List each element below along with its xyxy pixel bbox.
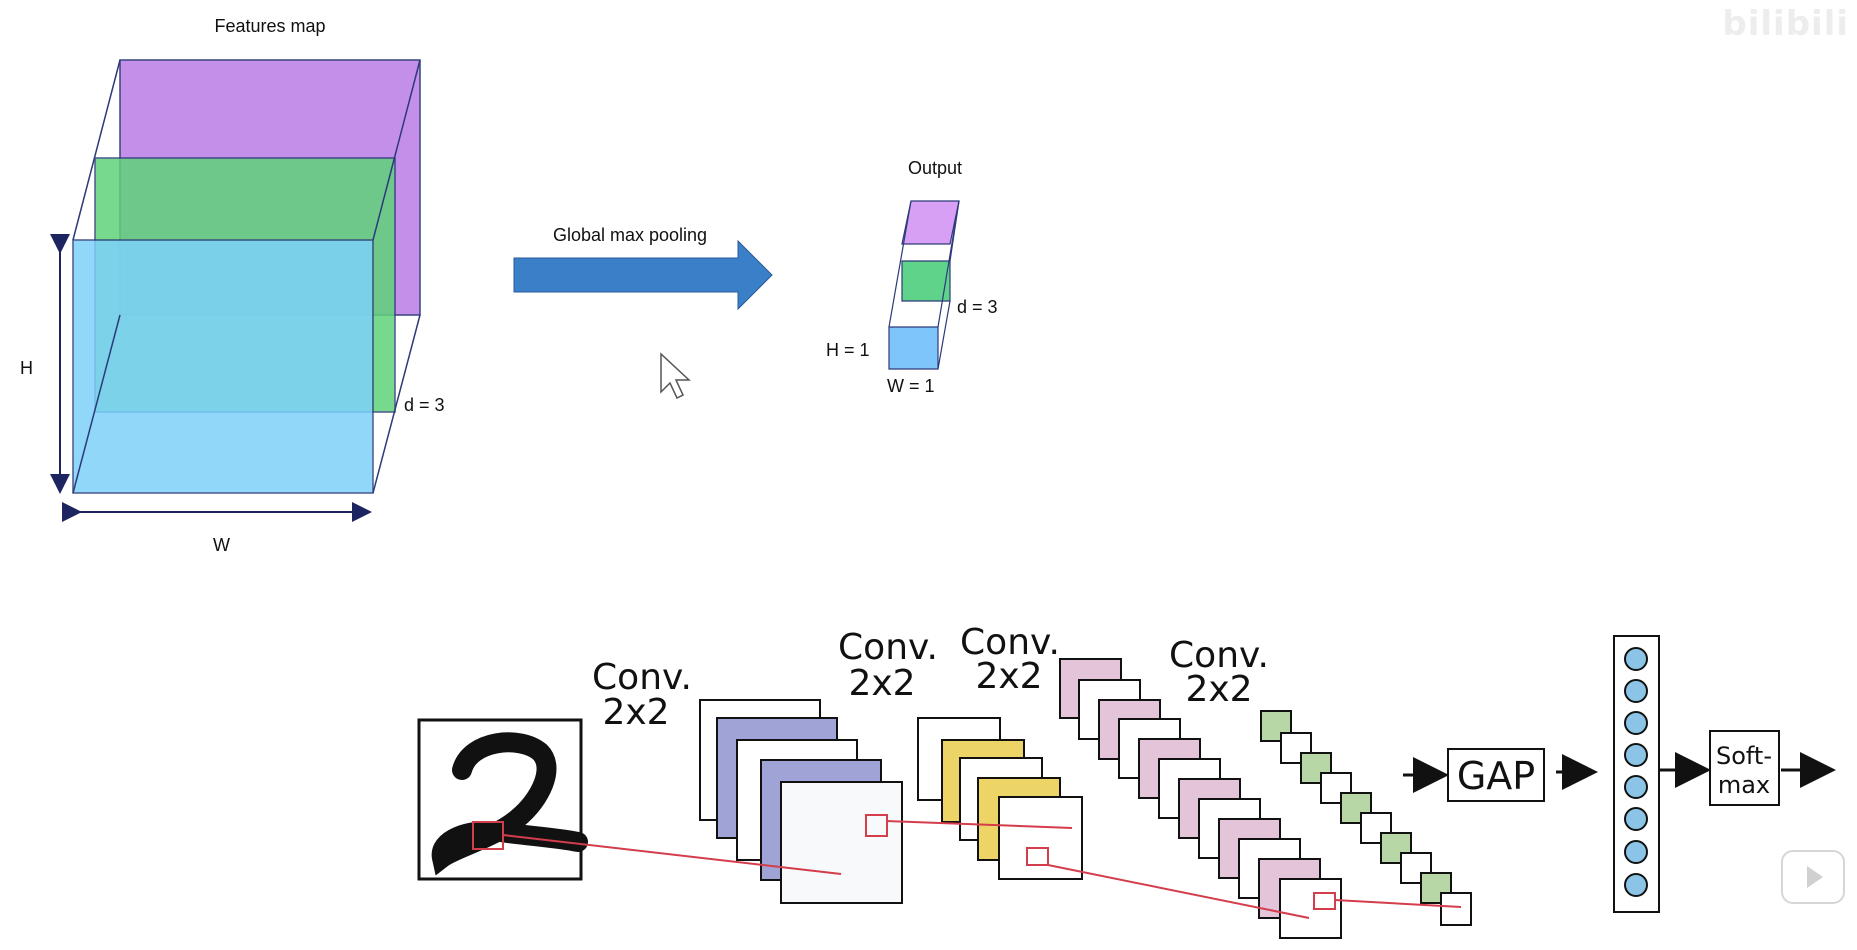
- vector-node: [1624, 711, 1648, 735]
- mouse-cursor-icon: [660, 352, 691, 400]
- features-map-cube: Features map H W d = 3: [20, 16, 445, 555]
- output-w-label: W = 1: [887, 376, 935, 396]
- output-title: Output: [908, 158, 962, 178]
- vector-node: [1624, 743, 1648, 767]
- play-icon[interactable]: [1781, 850, 1845, 904]
- softmax-line1: Soft-: [1716, 742, 1772, 770]
- arrow-label: Global max pooling: [553, 225, 707, 245]
- vector-node: [1624, 873, 1648, 897]
- conv-label-1-line1: Conv.: [592, 657, 692, 698]
- conv-label-3-line2: 2x2: [975, 656, 1042, 697]
- vector-box: [1613, 635, 1660, 913]
- conv-label-2-line1: Conv.: [838, 627, 938, 668]
- vector-node: [1624, 840, 1648, 864]
- feature-map: [1260, 710, 1292, 742]
- pooled-vector: [1613, 635, 1660, 913]
- output-blue-cell: [888, 326, 939, 370]
- conv-label-1-line2: 2x2: [602, 692, 669, 733]
- output-edge: [949, 200, 960, 262]
- feature-map: [780, 781, 903, 904]
- vector-node: [1624, 807, 1648, 831]
- receptive-link-4: [1334, 899, 1462, 908]
- conv-label-4-line2: 2x2: [1185, 669, 1252, 710]
- feature-maps-layer-3: [1059, 658, 1342, 939]
- softmax-line2: max: [1718, 771, 1770, 799]
- feature-map: [1440, 892, 1472, 926]
- cube-edge: [372, 59, 421, 241]
- output-column: Output H = 1 W = 1 d = 3: [826, 158, 998, 396]
- conv-label-4-line1: Conv.: [1169, 635, 1269, 676]
- blue-front-face: [72, 239, 374, 494]
- conv-label-2-line2: 2x2: [848, 663, 915, 704]
- cube-edge: [72, 59, 121, 241]
- output-d-label: d = 3: [957, 297, 998, 317]
- vector-node: [1624, 679, 1648, 703]
- output-edge: [888, 200, 912, 328]
- feature-maps-layer-2: [917, 717, 1083, 880]
- output-edge: [937, 300, 951, 370]
- feature-maps-layer-4: [1260, 710, 1472, 926]
- receptive-link-3: [1047, 864, 1310, 919]
- watermark-logo: bilibili: [1722, 4, 1849, 44]
- gap-box: [1447, 748, 1545, 802]
- d-label: d = 3: [404, 395, 445, 415]
- conv-label-3-line1: Conv.: [960, 622, 1060, 663]
- features-map-title: Features map: [214, 16, 325, 36]
- cube-edge: [372, 314, 421, 494]
- receptive-link-2: [886, 820, 1073, 829]
- output-purple-cell: [901, 200, 960, 245]
- output-h-label: H = 1: [826, 340, 870, 360]
- vector-node: [1624, 775, 1648, 799]
- global-max-pooling-arrow: Global max pooling: [513, 225, 773, 311]
- layer1-receptive-field: [865, 814, 888, 837]
- w-label: W: [213, 535, 230, 555]
- input-digit-image: [417, 718, 588, 881]
- blue-arrow-shape: [513, 239, 773, 311]
- softmax-box: [1709, 730, 1780, 806]
- layer2-receptive-field: [1026, 847, 1049, 866]
- h-label: H: [20, 358, 33, 378]
- vector-node: [1624, 647, 1648, 671]
- digit-2-stroke: [431, 732, 588, 876]
- receptive-link-1: [502, 834, 842, 875]
- feature-maps-layer-1: [699, 699, 903, 904]
- gap-label: GAP: [1457, 754, 1535, 798]
- cnn-pipeline: Conv. 2x2 Conv. 2x2 Conv. 2x2 Conv. 2x2: [417, 622, 1836, 939]
- feature-map: [998, 796, 1083, 880]
- cube-edge: [72, 314, 121, 494]
